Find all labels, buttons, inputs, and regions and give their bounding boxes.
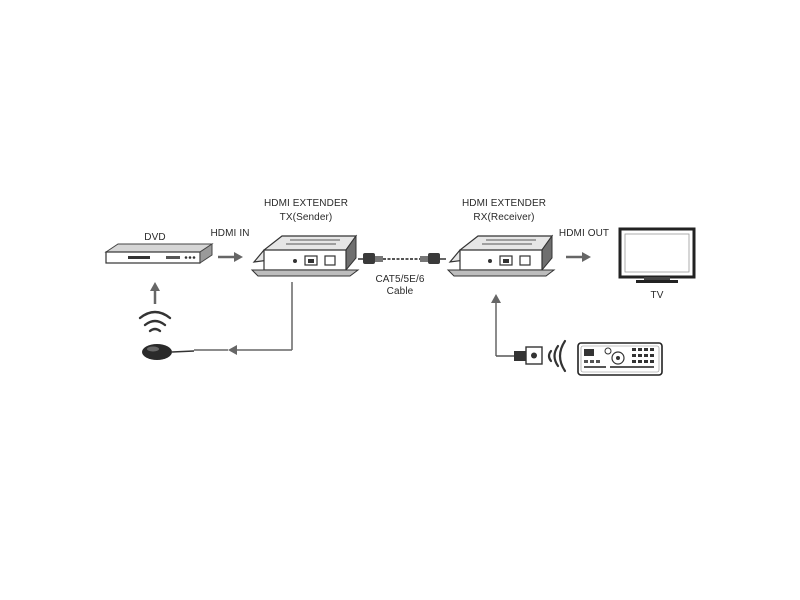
cable-type-label: CAT5/5E/6 — [375, 274, 425, 285]
tv-icon — [618, 227, 696, 283]
hdmi-out-label: HDMI OUT — [558, 228, 610, 239]
tx-title-label: HDMI EXTENDER — [263, 198, 349, 209]
wireless-signal-icon — [138, 310, 172, 333]
remote-control-icon — [577, 342, 663, 376]
rx-subtitle-label: RX(Receiver) — [473, 212, 535, 223]
ir-emitter-icon — [142, 344, 195, 360]
rx-title-label: HDMI EXTENDER — [461, 198, 547, 209]
hdmi-in-label: HDMI IN — [210, 228, 250, 239]
cat-cable-icon — [358, 253, 446, 264]
tx-ir-cable — [194, 282, 293, 355]
tx-extender-icon — [250, 234, 360, 277]
rx-extender-icon — [446, 234, 556, 277]
hdmi-in-arrow — [218, 252, 243, 262]
dvd-player-icon — [104, 243, 214, 264]
hdmi-out-arrow — [566, 252, 591, 262]
ir-up-arrow — [150, 282, 160, 304]
dvd-label: DVD — [144, 232, 166, 243]
wireless-signal-icon — [547, 339, 567, 373]
rx-ir-cable — [491, 294, 514, 357]
cable-word-label: Cable — [386, 286, 414, 297]
tx-subtitle-label: TX(Sender) — [279, 212, 333, 223]
ir-receiver-icon — [514, 346, 543, 365]
tv-label: TV — [650, 290, 664, 301]
